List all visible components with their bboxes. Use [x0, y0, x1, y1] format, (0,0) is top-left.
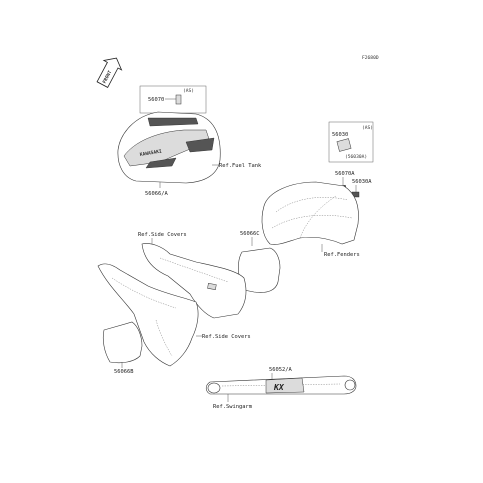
svg-text:KAWASAKI: KAWASAKI — [139, 149, 162, 158]
part-56066a-tank-decal: KAWASAKI — [117, 111, 221, 184]
label-56066a: 56066/A — [145, 191, 168, 197]
rear-fender — [261, 181, 359, 245]
side-cover-right — [141, 243, 247, 319]
part-56070-emblem — [175, 94, 182, 105]
front-label: FRONT — [102, 69, 114, 84]
label-56070a: 56070A — [335, 171, 355, 177]
label-56030-as: (AS) — [362, 125, 373, 131]
label-ref-fuel-tank: Ref.Fuel Tank — [219, 163, 262, 169]
label-56066c: 56066C — [240, 231, 259, 237]
as-bracket-56030 — [328, 121, 374, 163]
figure-code: F2680D — [362, 55, 379, 61]
part-56066c-decal — [238, 247, 281, 293]
label-56070-as: (AS) — [183, 88, 194, 94]
swingarm-decal-text: KX — [273, 383, 285, 392]
label-56066b: 56066B — [114, 369, 133, 375]
label-ref-swingarm: Ref.Swingarm — [213, 404, 252, 410]
label-56052a: 56052/A — [269, 367, 292, 373]
label-56030a-bracket: (56030A) — [345, 154, 367, 160]
side-cover-left — [97, 263, 199, 367]
label-ref-side-covers-mid: Ref.Side Covers — [202, 334, 251, 340]
label-56030a: 56030A — [352, 179, 372, 185]
part-56052a-decal: KX — [265, 377, 305, 394]
front-arrow-icon: FRONT — [96, 57, 123, 88]
label-ref-side-covers-top: Ref.Side Covers — [138, 232, 187, 238]
part-56030-plate — [336, 138, 352, 152]
label-56030: 56030 — [332, 132, 348, 138]
label-56070: 56070 — [148, 97, 164, 103]
part-56066b-decal — [102, 321, 143, 364]
label-ref-fenders: Ref.Fenders — [324, 252, 360, 258]
